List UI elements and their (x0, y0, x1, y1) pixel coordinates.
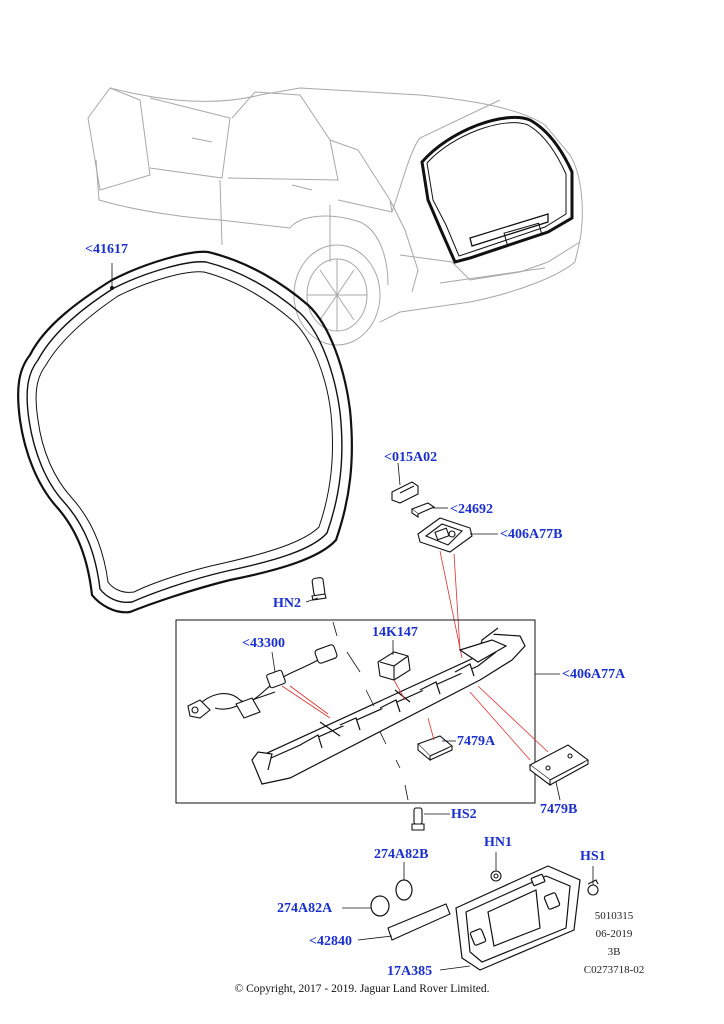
leaders-red-7479B (469, 685, 549, 761)
plate-housing-17A385 (455, 865, 581, 971)
ref-date: 06-2019 (595, 928, 633, 940)
weatherstrip-seal (17, 250, 353, 614)
callout-17A385: 17A385 (387, 964, 433, 979)
callout-HN2: HN2 (273, 596, 301, 611)
callout-14K147: 14K147 (372, 625, 418, 640)
vehicle-outline (87, 87, 583, 346)
leader-HN2 (305, 597, 319, 603)
leaders-red-upper (439, 550, 463, 659)
callout-274A82A: 274A82A (277, 901, 333, 916)
harness-43300 (187, 644, 338, 719)
assembly-guides (332, 621, 409, 801)
callout-406A77A: <406A77A (562, 667, 626, 682)
leader-42840 (357, 935, 393, 941)
ref-code: 5010315 (594, 910, 634, 922)
callout-HN1: HN1 (484, 835, 512, 850)
nut-HN1 (490, 870, 502, 882)
strip-42840 (387, 903, 451, 941)
callout-406A77B: <406A77B (500, 527, 563, 542)
grommet-274A82A (370, 895, 390, 917)
callout-42840: <42840 (309, 934, 352, 949)
leaders-red-harness (281, 685, 331, 719)
callout-43300: <43300 (242, 636, 285, 651)
bolt-HN2 (311, 577, 327, 601)
screw-HS1 (587, 879, 599, 896)
callout-015A02: <015A02 (384, 450, 438, 465)
copyright-notice: © Copyright, 2017 - 2019. Jaguar Land Ro… (234, 983, 490, 995)
pad-24692 (410, 502, 436, 519)
tailgate-trim-bar (251, 627, 526, 785)
callout-HS2: HS2 (451, 807, 477, 822)
clip-015A02 (391, 481, 419, 504)
bracket-406A77B (417, 517, 473, 553)
callout-7479A: 7479A (457, 734, 496, 749)
seal-leader (110, 263, 115, 290)
callout-41617: <41617 (85, 242, 128, 257)
callout-274A82B: 274A82B (374, 847, 429, 862)
leader-red-14K147 (393, 679, 406, 701)
leader-7479B (555, 781, 561, 801)
screw-HS2 (411, 807, 425, 831)
switch-14K147 (377, 651, 411, 681)
callout-7479B: 7479B (540, 802, 578, 817)
leaders-upper (397, 462, 498, 535)
leader-red-7479A (427, 717, 435, 741)
grommet-274A82B (395, 879, 413, 901)
vehicle-seal-highlight (420, 115, 574, 264)
leader-43300 (271, 651, 276, 673)
leader-17A385 (439, 965, 471, 971)
lamp-7479A (417, 735, 454, 762)
ref-number: C0273718-02 (583, 964, 645, 976)
ref-revision: 3B (607, 946, 621, 958)
callout-HS1: HS1 (580, 849, 606, 864)
assembly-frame (175, 619, 536, 804)
lamp-7479B (528, 744, 590, 787)
callout-24692: <24692 (450, 502, 493, 517)
